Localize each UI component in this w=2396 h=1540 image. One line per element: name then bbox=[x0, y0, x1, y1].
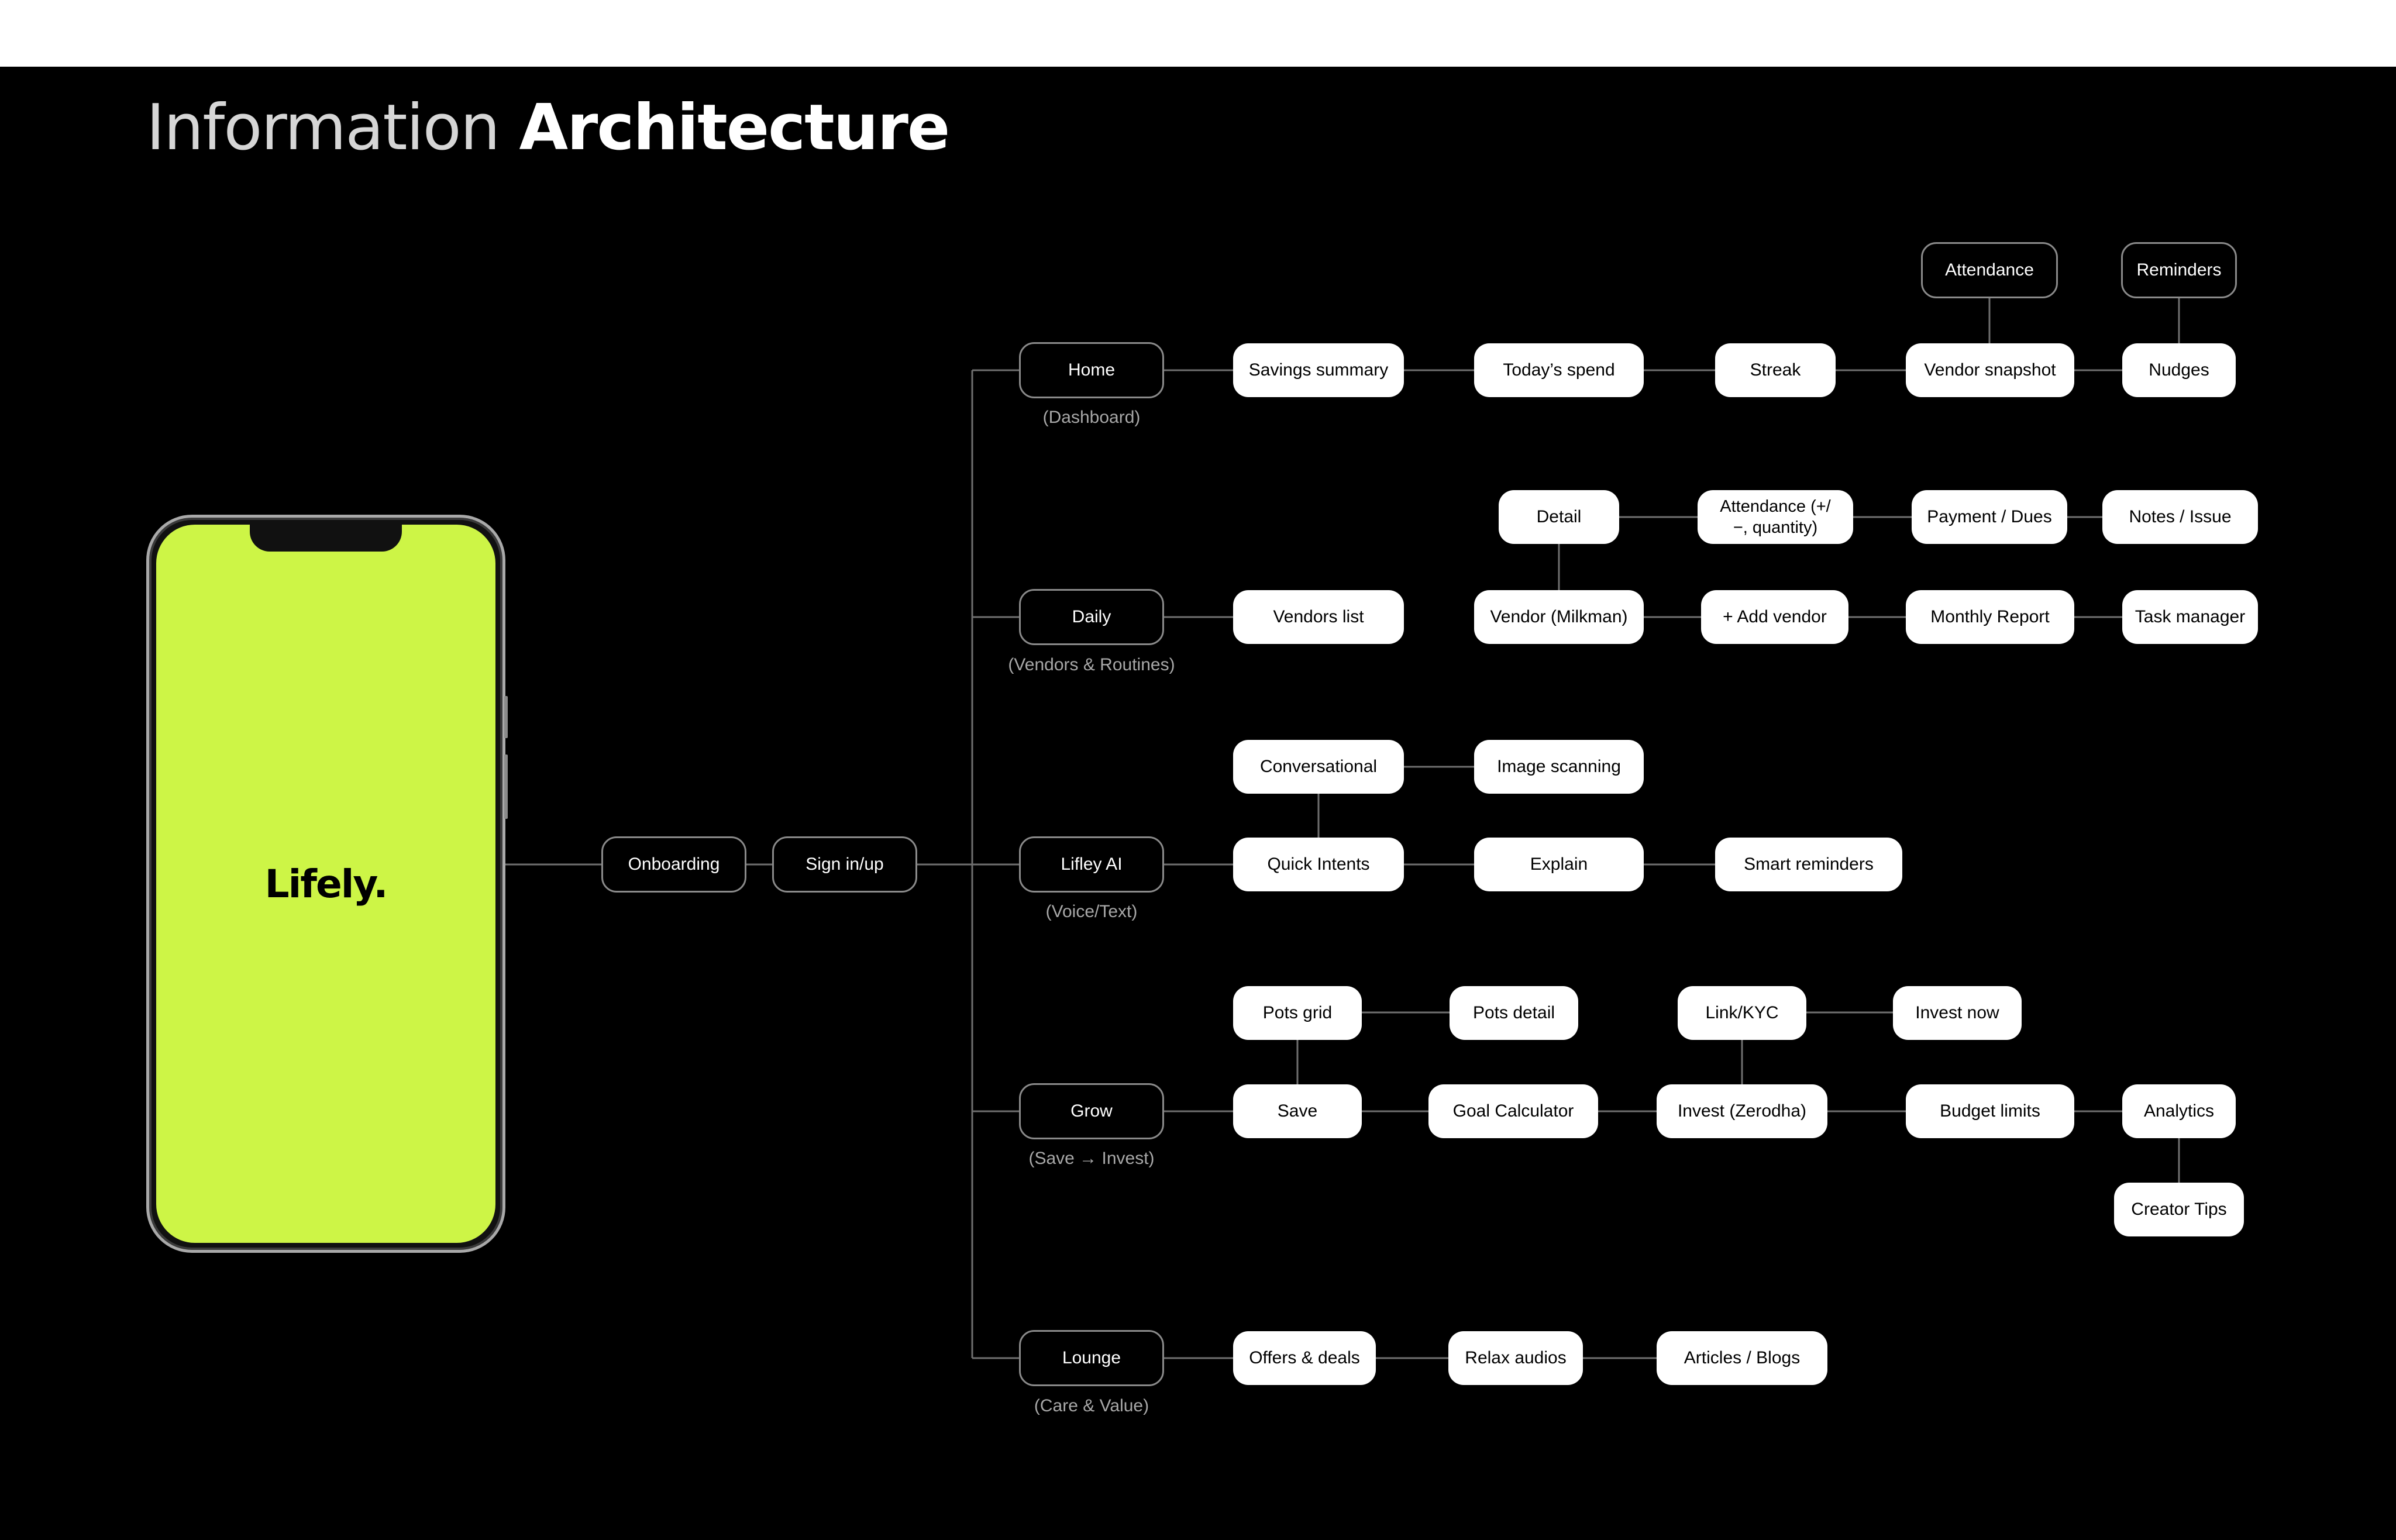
brand-logo: Lifely. bbox=[264, 861, 388, 907]
node-attendance-quantity[interactable]: Attendance (+/−, quantity) bbox=[1698, 490, 1853, 544]
section-lounge-sublabel: (Care & Value) bbox=[1034, 1396, 1149, 1415]
node-sign-in[interactable]: Sign in/up bbox=[772, 836, 917, 893]
node-reminders[interactable]: Reminders bbox=[2121, 242, 2237, 298]
node-pots-detail[interactable]: Pots detail bbox=[1450, 986, 1578, 1040]
node-nudges[interactable]: Nudges bbox=[2122, 343, 2236, 397]
node-todays-spend[interactable]: Today’s spend bbox=[1474, 343, 1644, 397]
node-analytics[interactable]: Analytics bbox=[2122, 1084, 2236, 1138]
node-image-scanning[interactable]: Image scanning bbox=[1474, 740, 1644, 794]
section-ai-sublabel: (Voice/Text) bbox=[1045, 902, 1138, 921]
node-onboarding[interactable]: Onboarding bbox=[601, 836, 746, 893]
page-title: Information Architecture bbox=[146, 97, 950, 160]
node-streak[interactable]: Streak bbox=[1715, 343, 1836, 397]
node-creator-tips[interactable]: Creator Tips bbox=[2114, 1183, 2244, 1236]
title-light: Information bbox=[146, 91, 500, 164]
node-relax-audios[interactable]: Relax audios bbox=[1448, 1331, 1583, 1385]
node-pots-grid[interactable]: Pots grid bbox=[1233, 986, 1362, 1040]
node-monthly-report[interactable]: Monthly Report bbox=[1906, 590, 2074, 644]
node-task-manager[interactable]: Task manager bbox=[2122, 590, 2258, 644]
node-vendor-milkman[interactable]: Vendor (Milkman) bbox=[1474, 590, 1644, 644]
node-offers-deals[interactable]: Offers & deals bbox=[1233, 1331, 1376, 1385]
node-save[interactable]: Save bbox=[1233, 1084, 1362, 1138]
node-smart-reminders[interactable]: Smart reminders bbox=[1715, 838, 1902, 891]
node-articles-blogs[interactable]: Articles / Blogs bbox=[1657, 1331, 1827, 1385]
node-invest-now[interactable]: Invest now bbox=[1893, 986, 2022, 1040]
section-home-sublabel: (Dashboard) bbox=[1042, 408, 1141, 427]
phone-side-button bbox=[504, 755, 508, 819]
phone-mockup: Lifely. bbox=[146, 515, 505, 1253]
node-payment-dues[interactable]: Payment / Dues bbox=[1912, 490, 2067, 544]
node-conversational[interactable]: Conversational bbox=[1233, 740, 1404, 794]
node-goal-calculator[interactable]: Goal Calculator bbox=[1428, 1084, 1598, 1138]
section-home[interactable]: Home bbox=[1019, 342, 1164, 398]
node-quick-intents[interactable]: Quick Intents bbox=[1233, 838, 1404, 891]
section-grow[interactable]: Grow bbox=[1019, 1083, 1164, 1139]
node-savings-summary[interactable]: Savings summary bbox=[1233, 343, 1404, 397]
node-invest-zerodha[interactable]: Invest (Zerodha) bbox=[1657, 1084, 1827, 1138]
node-add-vendor[interactable]: + Add vendor bbox=[1701, 590, 1848, 644]
node-vendor-snapshot[interactable]: Vendor snapshot bbox=[1906, 343, 2074, 397]
node-budget-limits[interactable]: Budget limits bbox=[1906, 1084, 2074, 1138]
phone-side-button bbox=[504, 696, 508, 738]
section-daily-sublabel: (Vendors & Routines) bbox=[1008, 655, 1175, 674]
title-bold: Architecture bbox=[519, 91, 951, 164]
section-grow-sublabel: (Save → Invest) bbox=[1028, 1149, 1155, 1168]
section-ai[interactable]: Lifley AI bbox=[1019, 836, 1164, 893]
section-lounge[interactable]: Lounge bbox=[1019, 1330, 1164, 1386]
phone-notch bbox=[250, 522, 402, 552]
section-daily[interactable]: Daily bbox=[1019, 589, 1164, 645]
node-notes-issue[interactable]: Notes / Issue bbox=[2102, 490, 2258, 544]
node-vendors-list[interactable]: Vendors list bbox=[1233, 590, 1404, 644]
node-link-kyc[interactable]: Link/KYC bbox=[1678, 986, 1806, 1040]
node-detail[interactable]: Detail bbox=[1499, 490, 1619, 544]
node-attendance-home[interactable]: Attendance bbox=[1921, 242, 2058, 298]
node-explain[interactable]: Explain bbox=[1474, 838, 1644, 891]
phone-screen: Lifely. bbox=[156, 525, 495, 1243]
